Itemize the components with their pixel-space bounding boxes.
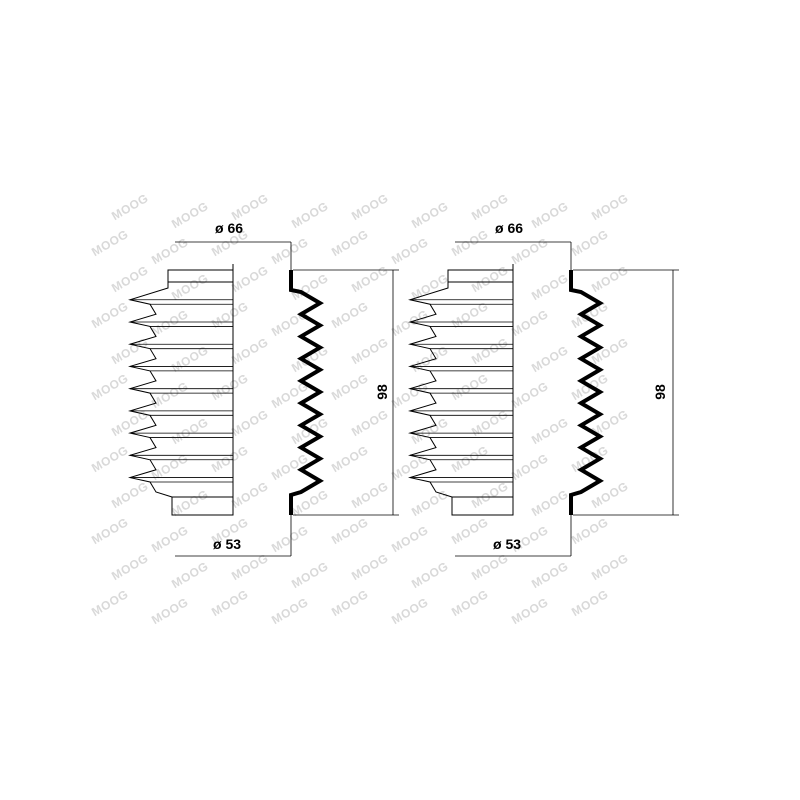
left-pleats: [408, 282, 453, 498]
bellows-part-2: ø 66 ø 53 98: [408, 220, 679, 557]
top-collar: [167, 269, 234, 283]
length-label: 98: [652, 384, 668, 400]
top-diameter-label: ø 66: [495, 220, 523, 236]
left-pleats: [128, 282, 173, 498]
top-diameter-label: ø 66: [215, 220, 243, 236]
bellows-part-1: ø 66 ø 53 98: [128, 220, 399, 557]
length-label: 98: [374, 384, 390, 400]
top-collar: [447, 269, 514, 283]
bottom-diameter-label: ø 53: [213, 536, 241, 552]
bellows-outline: [128, 241, 399, 557]
bottom-collar: [171, 496, 234, 516]
section-profile: [289, 270, 324, 515]
bottom-diameter-label: ø 53: [493, 536, 521, 552]
bellows-outline: [408, 241, 679, 557]
bottom-collar: [451, 496, 514, 516]
section-profile: [569, 270, 604, 515]
